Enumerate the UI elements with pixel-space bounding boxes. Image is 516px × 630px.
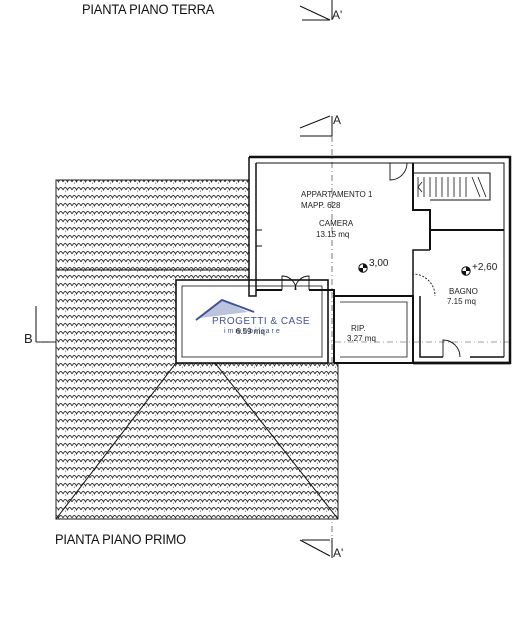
ground-floor-caption: PIANTA PIANO TERRA [82, 1, 215, 17]
bagno-level-label: +2,60 [472, 262, 498, 273]
building-walls [248, 155, 512, 365]
rip-area: 3.27 mq [347, 334, 376, 343]
staircase [417, 176, 487, 198]
doors [255, 162, 461, 358]
bagno-area: 7.15 mq [447, 297, 476, 306]
section-label-a-mid: A [333, 113, 341, 127]
section-label-a-top: A' [332, 8, 342, 22]
terrace-area: 6.59 mq [236, 327, 265, 336]
level-marker-camera [358, 263, 368, 273]
section-marker-a-mid [299, 115, 333, 137]
section-label-b: B [24, 331, 33, 346]
bagno-name: BAGNO [449, 287, 478, 296]
camera-level-label: 3,00 [369, 258, 389, 269]
first-floor-caption: PIANTA PIANO PRIMO [55, 531, 186, 547]
camera-area: 13.15 mq [316, 230, 349, 239]
watermark-line1: PROGETTI & CASE [212, 316, 310, 327]
section-marker-a-top [299, 0, 333, 21]
terrace [175, 279, 329, 364]
camera-name: CAMERA [319, 219, 354, 228]
rip-name: RIP. [351, 324, 366, 333]
section-marker-b [35, 306, 56, 343]
apartment-mapp: MAPP. 628 [301, 201, 341, 210]
watermark-logo: PROGETTI & CASE immobiliare [195, 298, 310, 335]
level-marker-bagno [461, 266, 471, 276]
roof-tiles-upper [55, 179, 250, 271]
watermark-line2: immobiliare [224, 328, 282, 335]
section-marker-a-bottom [299, 538, 333, 558]
apartment-title: APPARTAMENTO 1 [301, 190, 373, 199]
section-label-a-bottom: A' [333, 546, 343, 560]
